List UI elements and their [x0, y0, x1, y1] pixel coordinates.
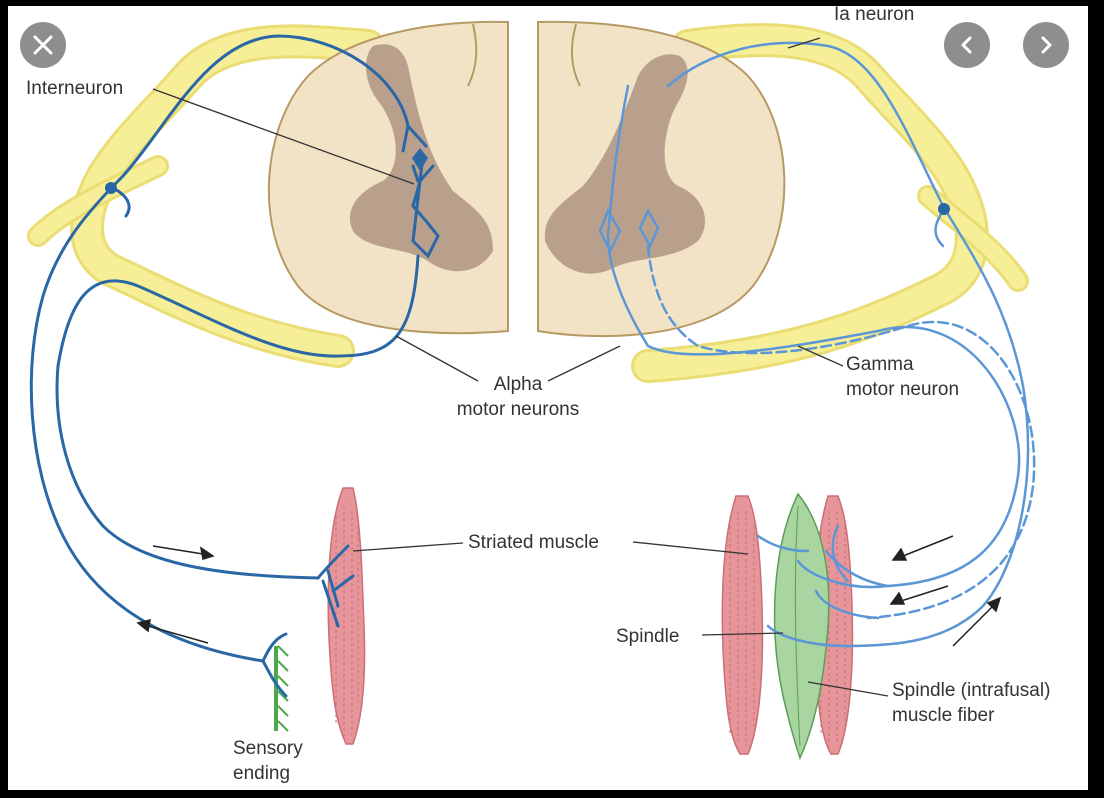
label-sensory-line2: ending	[233, 763, 291, 784]
label-intrafusal-line2: muscle fiber	[892, 705, 995, 726]
chevron-left-icon	[961, 36, 972, 54]
right-nerve-bundle	[631, 23, 1029, 383]
left-nerve-bundle	[27, 24, 385, 368]
label-gamma-motor-neuron: Gamma motor neuron	[846, 352, 959, 402]
close-icon	[33, 35, 53, 55]
direction-arrows	[136, 535, 1002, 647]
gray-matter-right	[544, 54, 706, 274]
spindle-fiber	[773, 492, 830, 761]
right-neuron-paths	[598, 41, 1036, 648]
label-ia-neuron: Ia neuron	[834, 6, 915, 25]
left-ganglion-cell	[105, 182, 117, 194]
label-sensory-ending: Sensory ending	[233, 736, 303, 786]
left-neuron-paths	[29, 34, 440, 698]
reflex-arc-diagram	[27, 20, 1036, 761]
diagram-image: Ia neuron Interneuron Alpha motor neuron…	[8, 6, 1088, 790]
label-gamma-line2: motor neuron	[846, 379, 960, 400]
label-intrafusal-line1: Spindle (intrafusal)	[892, 680, 1051, 701]
label-gamma-line1: Gamma	[846, 354, 914, 375]
extrafusal-muscle-1	[721, 495, 764, 755]
label-alpha-motor-neurons: Alpha motor neurons	[438, 372, 598, 422]
chevron-right-icon	[1041, 36, 1052, 54]
interneuron-body	[412, 148, 428, 171]
label-alpha-line1: Alpha	[493, 374, 543, 395]
label-spindle: Spindle	[616, 626, 680, 647]
label-striated-muscle: Striated muscle	[468, 532, 599, 553]
next-image-button[interactable]	[1023, 22, 1069, 68]
previous-image-button[interactable]	[944, 22, 990, 68]
label-alpha-line2: motor neurons	[456, 399, 580, 420]
leader-lines	[152, 37, 889, 697]
label-spindle-intrafusal: Spindle (intrafusal) muscle fiber	[892, 678, 1050, 728]
close-button[interactable]	[20, 22, 66, 68]
sensory-ending-structure	[274, 645, 289, 732]
right-ganglion-cell	[938, 203, 950, 215]
label-interneuron: Interneuron	[26, 78, 124, 99]
label-sensory-line1: Sensory	[233, 738, 303, 759]
